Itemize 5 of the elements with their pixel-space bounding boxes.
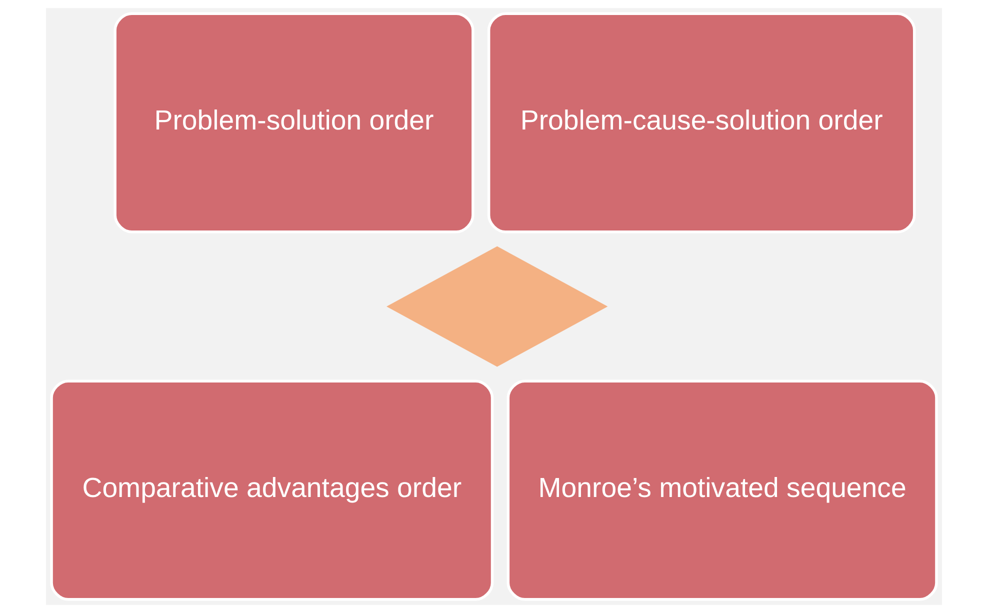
node-box: Problem-solution order [113, 12, 474, 234]
node-diamond [386, 246, 608, 367]
node-box: Comparative advantages order [50, 380, 494, 601]
node-box: Monroe’s motivated sequence [506, 380, 938, 601]
node-box: Problem-cause-solution order [486, 12, 916, 234]
